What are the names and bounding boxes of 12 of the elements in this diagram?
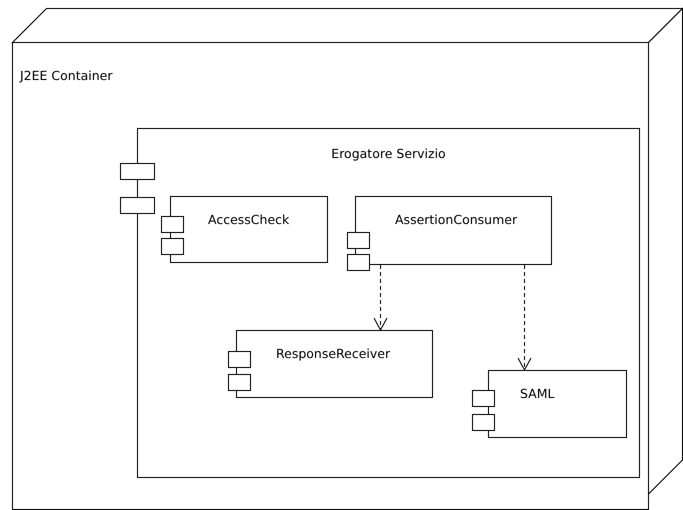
component-box [161, 196, 328, 263]
component-name: Erogatore Servizio [330, 146, 447, 161]
dependency-arrow [518, 264, 532, 370]
component-name: ResponseReceiver [276, 346, 390, 361]
component-name: SAML [520, 386, 554, 401]
component-name: AccessCheck [208, 212, 290, 227]
node-name: J2EE Container [20, 68, 112, 83]
component-box [120, 128, 640, 478]
component-box [472, 370, 627, 438]
dependency-arrow [374, 264, 388, 330]
component-box [228, 330, 433, 398]
component-name: AssertionConsumer [395, 212, 518, 227]
